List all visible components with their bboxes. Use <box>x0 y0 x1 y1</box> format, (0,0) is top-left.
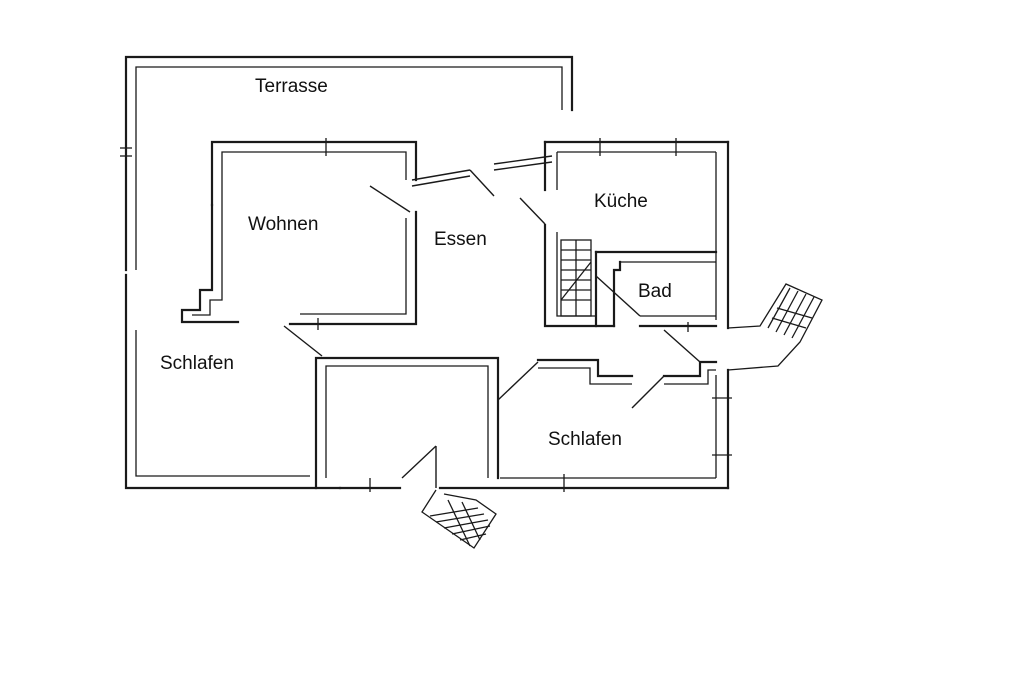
room-label-bad: Bad <box>638 281 672 302</box>
doors <box>283 155 701 488</box>
bedroom-walls <box>314 356 732 492</box>
room-label-kueche: Küche <box>594 191 648 212</box>
room-label-schlafen-right: Schlafen <box>548 429 622 450</box>
room-label-wohnen: Wohnen <box>248 214 318 235</box>
room-label-essen: Essen <box>434 229 487 250</box>
kitchen-bath-walls <box>543 140 718 332</box>
interior-stair <box>560 239 592 317</box>
exterior-stair-right <box>727 283 823 371</box>
exterior-stair-bottom <box>421 489 497 549</box>
outer-walls <box>124 138 730 490</box>
terrace-boundary <box>120 55 574 272</box>
room-label-schlafen-left: Schlafen <box>160 353 234 374</box>
living-room-walls <box>180 138 418 330</box>
room-label-terrasse: Terrasse <box>255 76 328 97</box>
